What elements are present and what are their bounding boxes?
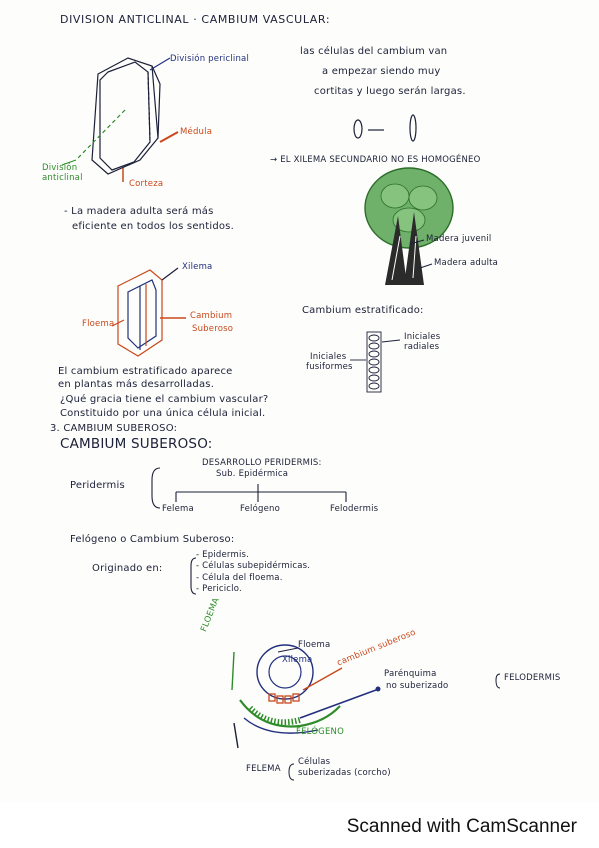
label-celulas-2: suberizadas (corcho) [298,768,391,778]
felogeno-title: Felógeno o Cambium Suberoso: [70,534,235,545]
section3-heading: 3. CAMBIUM SUBEROSO: [50,423,178,434]
note-line-3: cortitas y luego serán largas. [314,86,466,97]
label-felema-diagram: FELEMA [246,764,281,774]
madera-note-1: - La madera adulta será más [64,206,214,217]
section3-subheading: CAMBIUM SUBEROSO: [60,436,213,452]
origin-3: - Célula del floema. [196,573,283,583]
periderm-desc-2: Sub. Epidérmica [216,469,289,479]
periclinal-arrow [149,57,171,71]
estratificado-title: Cambium estratificado: [302,305,424,316]
anticlinal-arrow [61,159,77,166]
label-madera-juvenil: Madera juvenil [426,234,492,244]
stratified-cambium-drawing [350,331,401,393]
label-periclinal: División periclinal [170,54,250,64]
origin-1: - Epidermis. [196,550,250,560]
label-medula: Médula [180,127,213,137]
periderm-child-felema: Felema [162,504,194,514]
label-cambium: Cambium [190,311,233,321]
periderm-child-felogeno: Felógeno [240,504,281,514]
periderm-tree-lines [151,467,347,595]
estratificado-text-3: ¿Qué gracia tiene el cambium vascular? [60,394,269,405]
label-madera-adulta: Madera adulta [434,258,499,268]
estratificado-text-2: en plantas más desarrolladas. [58,379,215,390]
origin-4: - Periciclo. [196,584,242,594]
label-floema: Floema [82,319,115,329]
short-cell-oval [353,119,363,139]
label-floema-diagram: Floema [298,640,331,650]
felogeno-diagram [231,644,501,781]
periderm-root: Peridermis [70,480,125,491]
label-parenquima-1: Parénquima [384,669,437,679]
scanner-footer: Scanned with CamScanner [0,802,599,848]
long-cell-oval [409,114,417,142]
periderm-desc-1: DESARROLLO PERIDERMIS: [202,458,322,468]
label-corteza: Corteza [129,179,164,189]
scanner-watermark: Scanned with CamScanner [346,816,577,837]
label-xilema-diagram: Xilema [282,655,313,665]
iniciales-fusiformes-1: Iniciales [310,352,347,362]
medula-arrow [159,131,179,143]
estratificado-text-1: El cambium estratificado aparece [58,366,233,377]
label-felodermis: FELODERMIS [504,673,561,683]
estratificado-text-4: Constituido por una única célula inicial… [60,408,266,419]
tree-drawing [364,167,454,285]
periderm-child-felodermis: Felodermis [330,504,379,514]
label-felogeno-diagram: FELÓGENO [296,727,344,737]
iniciales-fusiformes-2: fusiformes [306,362,353,372]
note-line-2: a empezar siendo muy [322,66,441,77]
label-xilema: Xilema [182,262,213,272]
section1-title: DIVISION ANTICLINAL · CAMBIUM VASCULAR: [60,13,331,26]
label-celulas-1: Células [298,757,331,767]
cambium-prism-drawing [117,267,179,357]
label-suberoso: Suberoso [192,324,234,334]
anticlinal-dashed-line [75,109,126,161]
origin-2: - Células subepidérmicas. [196,561,311,571]
label-anticlinal: División anticlinal [42,163,83,183]
note-line-1: las células del cambium van [300,46,448,57]
originado-label: Originado en: [92,563,163,574]
madera-note-2: eficiente en todos los sentidos. [72,221,234,232]
iniciales-radiales-1: Iniciales [404,332,441,342]
octagon-prism-drawing [91,57,161,175]
label-parenquima-2: no suberizado [386,681,449,691]
iniciales-radiales-2: radiales [404,342,440,352]
xilema-note: → EL XILEMA SECUNDARIO NO ES HOMOGÉNEO [270,155,481,165]
